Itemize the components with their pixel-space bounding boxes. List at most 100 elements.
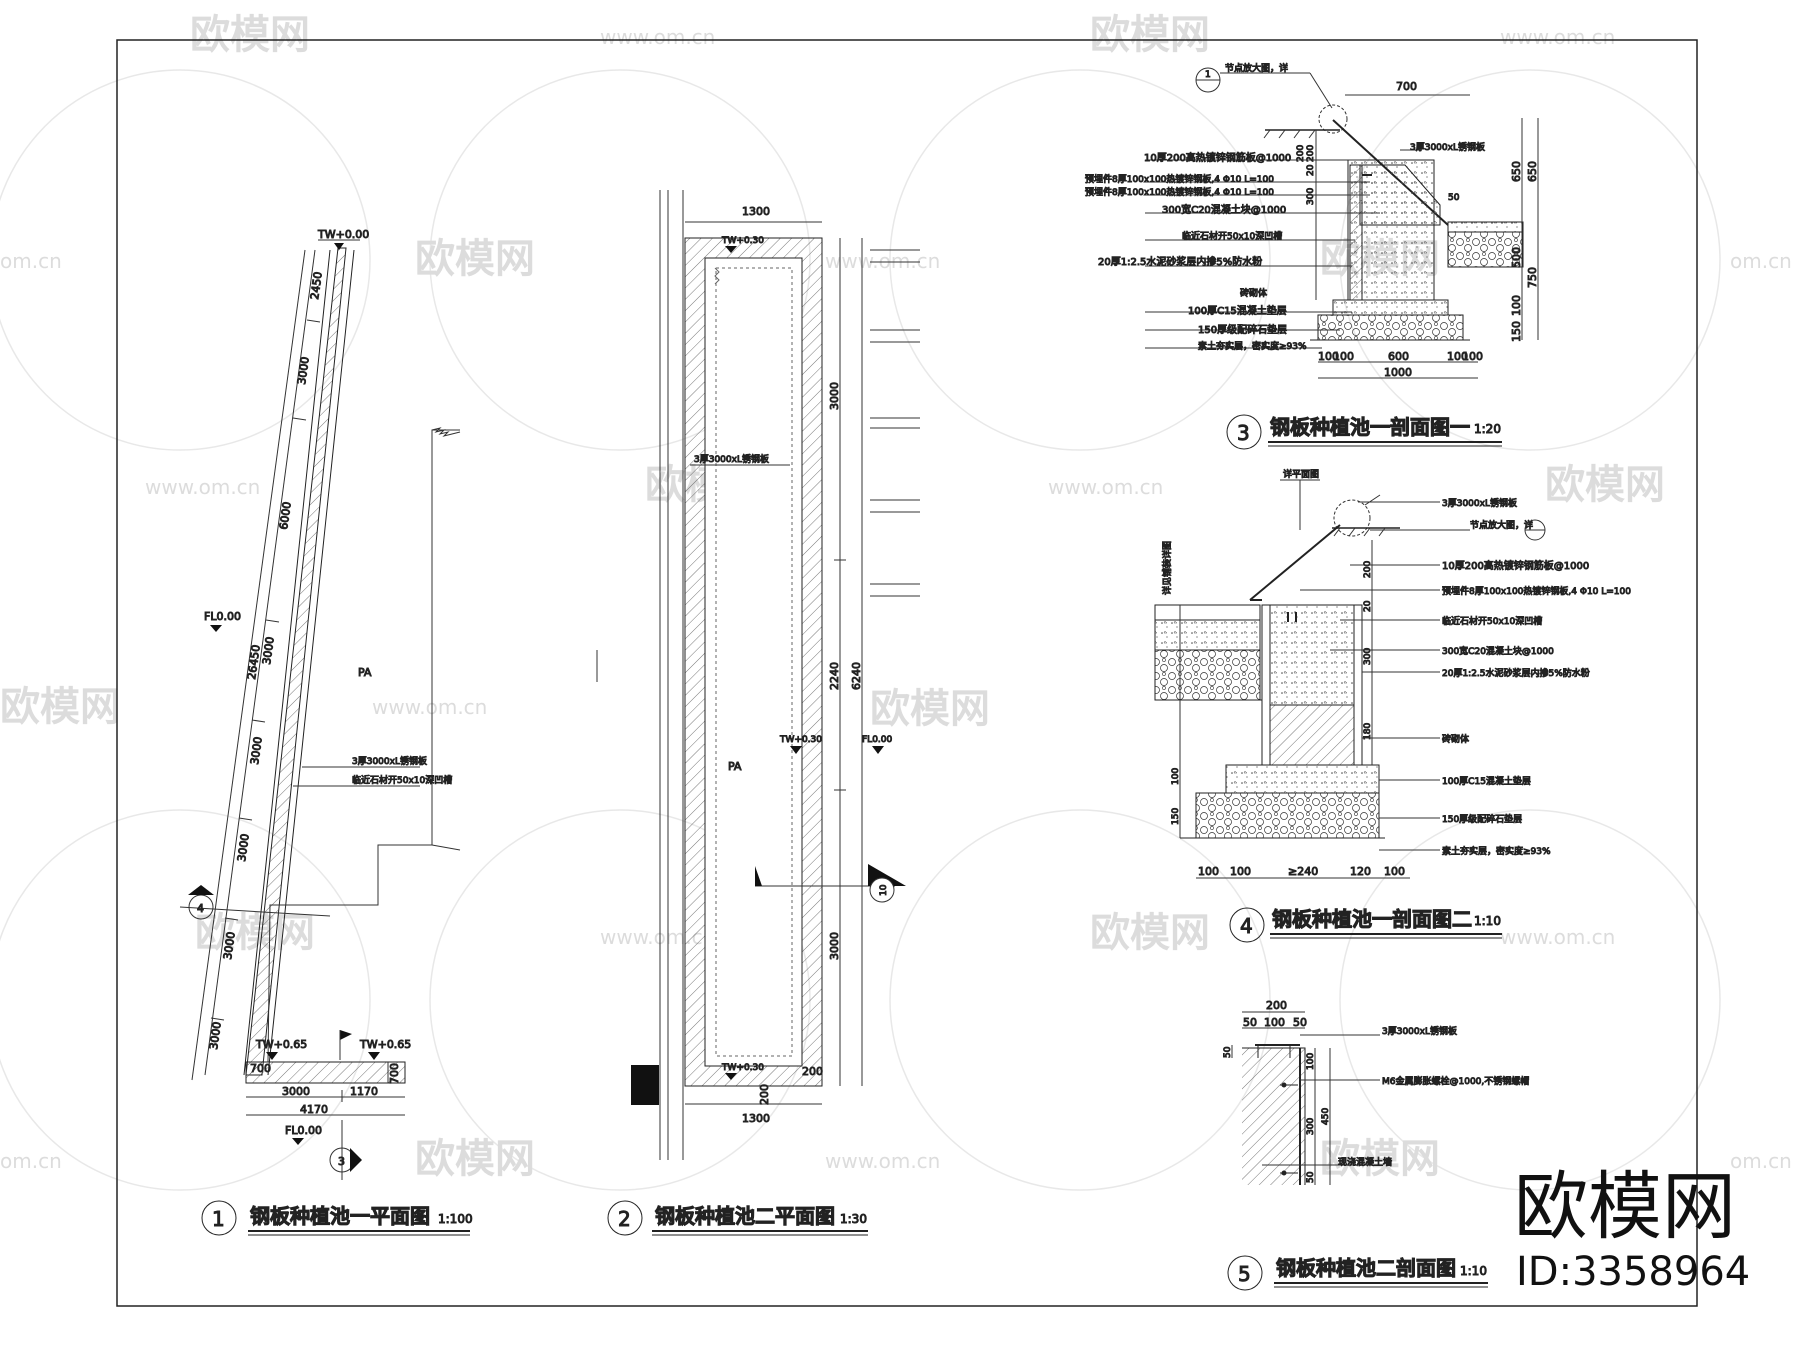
d2-dim-s200a: 200 (802, 1065, 823, 1078)
d3-note-3: 预埋件8厚100x100热镀锌钢板,4 Φ10 L=100 (1085, 173, 1274, 185)
d2-title-circle (607, 1200, 643, 1236)
d4-note-8: 100厚C15混凝土垫层 (1442, 775, 1531, 787)
d3-dim-b100d: 100 (1462, 350, 1483, 363)
watermark-url-8: www.om.cn (1500, 925, 1615, 949)
d3-foundation-c15 (1332, 299, 1449, 316)
d5-dim-t50a: 50 (1243, 1016, 1257, 1029)
d5-dim-v300: 300 (1306, 1118, 1316, 1135)
d4-title-circle (1229, 907, 1265, 943)
d1-dim-3000e: 3000 (221, 931, 238, 961)
d2-note-1: 3厚3000xL锈钢板 (694, 453, 769, 465)
drawing-3-section: 1 节点放大图，详 700 (1085, 62, 1540, 450)
d3-note-9: 100厚C15混凝土垫层 (1188, 304, 1287, 317)
d3-title: 钢板种植池一剖面图一 (1270, 415, 1470, 439)
d1-dim-3000f: 3000 (207, 1021, 224, 1051)
d1-dim-1170: 1170 (350, 1085, 378, 1098)
brand-corner-name: 欧模网 (1514, 1164, 1736, 1250)
watermark-brand-10: 欧模网 (1090, 910, 1210, 956)
d5-note-3: 现浇混凝土墙 (1338, 1156, 1392, 1168)
watermark-url-2: www.om.cn (1500, 25, 1615, 49)
watermark-url-13: om.cn (1730, 1149, 1792, 1173)
d4-note-10: 素土夯实层，密实度≥93% (1442, 845, 1551, 857)
d4-note-9: 150厚级配碎石垫层 (1442, 813, 1522, 825)
d4-dim-v200: 200 (1363, 561, 1373, 578)
watermark-layer: 欧模网 欧模网 欧模网 欧模网 欧模网 欧模网 欧模网 欧模网 欧模网 欧模网 … (0, 12, 1792, 1191)
d2-label-tw-mid: TW+0.30 (779, 735, 822, 745)
d4-dim-b100c: 100 (1384, 865, 1405, 878)
d1-label-tw-top: TW+0.00 (317, 228, 369, 241)
d1-dim-2450: 2450 (308, 271, 325, 301)
d1-title: 钢板种植池一平面图 (250, 1204, 430, 1228)
d2-label-pa: PA (728, 760, 742, 773)
watermark-brand-11: 欧模网 (415, 1136, 535, 1182)
d1-dim-3000c: 3000 (248, 736, 265, 766)
d1-label-tw-bl: TW+0.65 (255, 1038, 307, 1051)
d4-number: 4 (1240, 914, 1253, 938)
d1-dim-26450: 26450 (245, 644, 263, 680)
d1-label-tw-br: TW+0.65 (359, 1038, 411, 1051)
d3-note-6: 临近石材开50x10深凹槽 (1182, 230, 1282, 242)
d3-note-4: 预埋件8厚100x100热镀锌钢板,4 Φ10 L=100 (1085, 186, 1274, 198)
d3-dim-b100a: 100 (1318, 350, 1339, 363)
d4-note-5: 300宽C20混凝土块@1000 (1442, 645, 1554, 657)
d4-scale: 1:10 (1474, 914, 1501, 928)
watermark-brand-12: 欧模网 (1320, 1136, 1440, 1182)
drawing-5-section: 200 50 100 50 50 100 45 (1223, 999, 1530, 1291)
d4-dim-b100a: 100 (1198, 865, 1219, 878)
d1-label-pa: PA (358, 666, 372, 679)
d4-note-6: 20厚1:2.5水泥砂浆层内掺5%防水粉 (1442, 667, 1590, 679)
d2-scale: 1:30 (840, 1212, 867, 1226)
d3-dim-100: 100 (1510, 295, 1523, 316)
drawing-2-plan: 1300 1300 3000 2240 6240 3000 200 200 (596, 190, 920, 1236)
d1-scale: 1:100 (438, 1212, 473, 1226)
d1-title-circle (201, 1200, 237, 1236)
d3-dim-v200a: 200 (1306, 145, 1316, 162)
d1-dim-4170: 4170 (300, 1103, 328, 1116)
watermark-brand-3: 欧模网 (415, 236, 535, 282)
d4-callout-ref: 节点放大图，详 (1470, 519, 1533, 531)
d3-dim-650a: 650 (1510, 161, 1523, 182)
d3-foundation-gravel (1317, 314, 1464, 341)
d2-black-marker (631, 1065, 659, 1105)
watermark-brand-9: 欧模网 (195, 910, 315, 956)
d2-dim-h3000b: 3000 (828, 932, 841, 960)
d5-number: 5 (1238, 1262, 1251, 1286)
d5-note-1: 3厚3000xL锈钢板 (1382, 1025, 1457, 1037)
d4-note-1: 3厚3000xL锈钢板 (1442, 497, 1517, 509)
d3-note-1: 3厚3000xL锈钢板 (1410, 141, 1485, 153)
d3-callout-ref: 节点放大图，详 (1225, 62, 1288, 74)
d5-wall-hatch (1242, 1048, 1305, 1185)
d3-dim-650b: 650 (1526, 161, 1539, 182)
d1-inner-outline (267, 429, 460, 1063)
d5-dim-v450: 450 (1321, 1108, 1331, 1125)
d3-note-11: 素土夯实层，密实度≥93% (1198, 340, 1307, 352)
watermark-url-10: om.cn (0, 249, 62, 273)
d3-note-2: 10厚200高热镀锌钢筋板@1000 (1144, 151, 1291, 164)
d2-dim-s200b: 200 (758, 1084, 771, 1105)
d4-dim-v20: 20 (1363, 600, 1373, 612)
d1-wall-bottom (245, 1061, 406, 1084)
d5-title-circle (1227, 1255, 1263, 1291)
d2-number: 2 (618, 1207, 631, 1231)
watermark-brand-1: 欧模网 (190, 12, 310, 58)
d4-note-3: 预埋件8厚100x100热镀锌钢板,4 Φ10 L=100 (1442, 585, 1631, 597)
d3-dim-top700: 700 (1396, 80, 1417, 93)
d3-dim-v300: 300 (1306, 188, 1316, 205)
d3-scale: 1:20 (1474, 422, 1501, 436)
d3-dim-b100c: 100 (1447, 350, 1468, 363)
d4-title: 钢板种植池一剖面图二 (1272, 907, 1472, 931)
watermark-url-3: www.om.cn (825, 249, 940, 273)
d3-dim-750: 750 (1526, 267, 1539, 288)
d3-dim-v50a: 50 (1448, 193, 1460, 203)
d1-dim-3000a: 3000 (295, 356, 312, 386)
d2-section-marker: 10 (755, 864, 906, 903)
d3-dim-v200b: 200 (1296, 145, 1306, 162)
d1-note-2: 临近石材开50x10深凹槽 (352, 774, 452, 786)
d4-note-4: 临近石材开50x10深凹槽 (1442, 615, 1542, 627)
d3-dim-b600: 600 (1388, 350, 1409, 363)
d3-note-8: 砖砌体 (1240, 287, 1267, 299)
d1-dim-3000d: 3000 (235, 833, 252, 863)
d3-dim-b1000: 1000 (1384, 366, 1412, 379)
d1-callout-left-num: 4 (197, 902, 204, 915)
